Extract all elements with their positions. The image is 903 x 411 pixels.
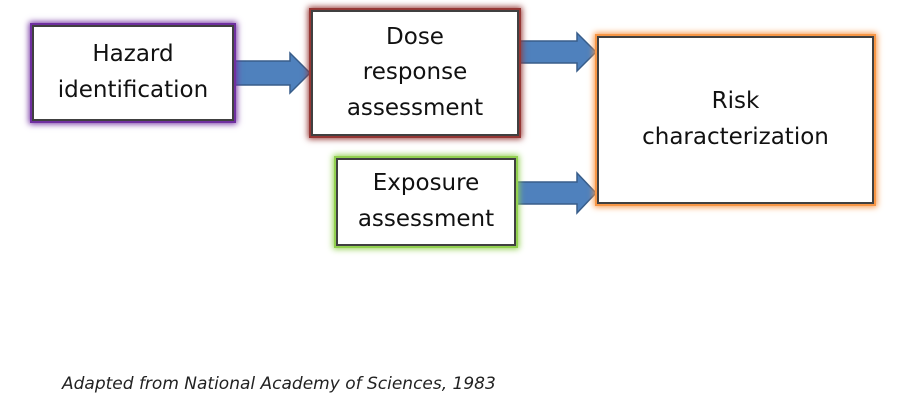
- node-label-line: assessment: [346, 94, 484, 121]
- node-label-line: Exposure: [372, 170, 480, 197]
- node-exposure-assessment: Exposure assessment: [336, 158, 516, 246]
- source-footnote: Adapted from National Academy of Science…: [62, 374, 496, 394]
- node-hazard-identification: Hazard identification: [32, 25, 234, 121]
- arrow-hazard-to-dose: [233, 51, 312, 95]
- node-label-line: assessment: [357, 206, 495, 232]
- node-label-line: characterization: [642, 124, 829, 150]
- node-label-line: response: [362, 59, 468, 86]
- node-label-line: identification: [57, 77, 209, 103]
- arrow-exposure-to-risk: [515, 171, 598, 215]
- node-dose-response-assessment: Dose response assessment: [311, 10, 519, 136]
- node-label-line: Risk: [711, 88, 760, 115]
- arrow-dose-to-risk: [518, 31, 598, 73]
- node-risk-characterization: Risk characterization: [597, 36, 874, 204]
- node-label-line: Hazard: [92, 41, 174, 68]
- node-label-line: Dose: [386, 23, 444, 50]
